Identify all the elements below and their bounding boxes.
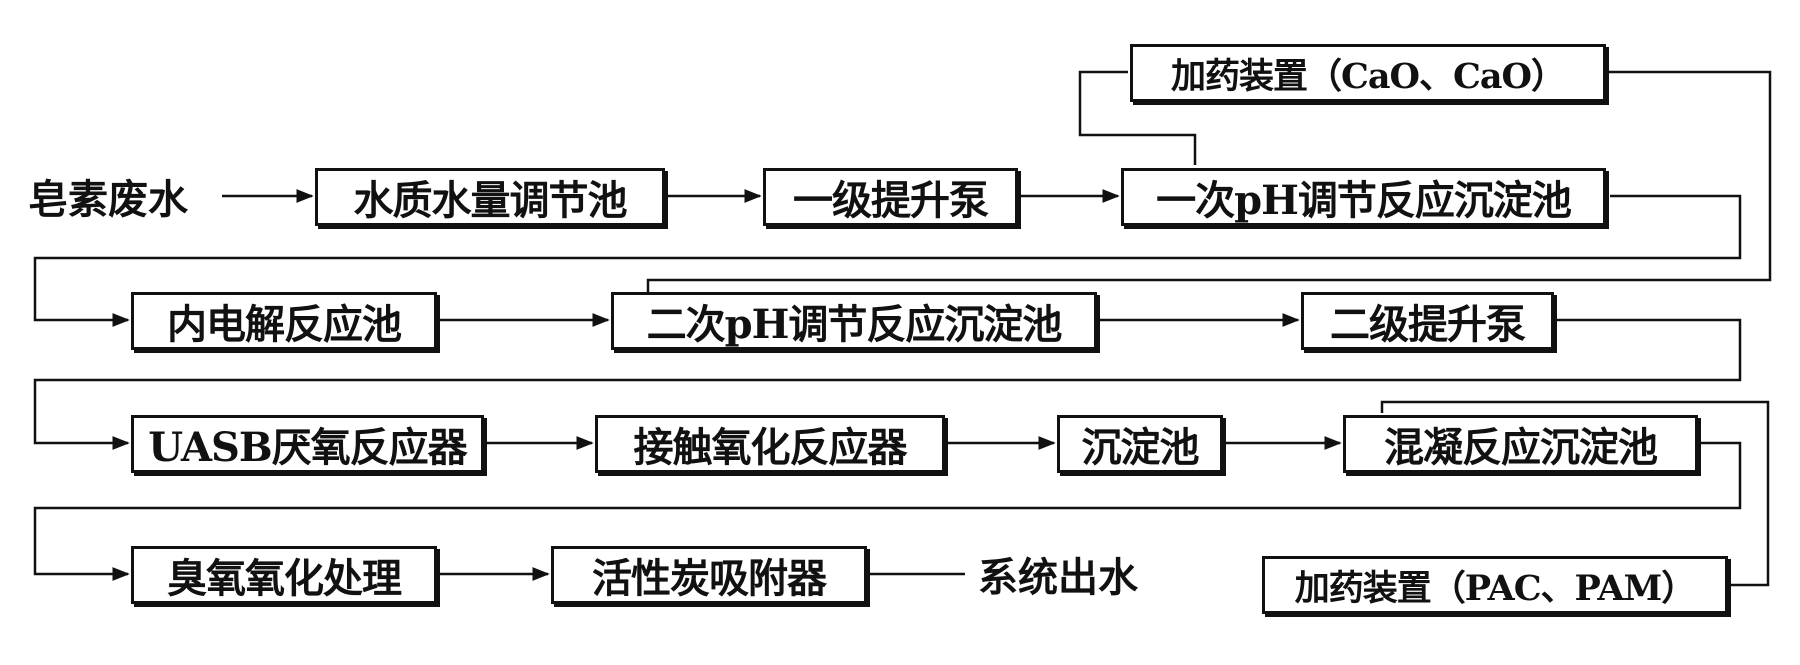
coagulation-tank-box: 混凝反应沉淀池 <box>1343 415 1698 473</box>
ozone-oxidation-box: 臭氧氧化处理 <box>131 546 437 604</box>
line-coag-to-ozone <box>33 441 1742 581</box>
pump-2-box: 二级提升泵 <box>1301 292 1554 350</box>
line-dosing1-loop <box>1078 70 1197 165</box>
source-label: 皂素废水 <box>28 176 188 223</box>
sink-label: 系统出水 <box>978 554 1138 601</box>
contact-oxidation-box: 接触氧化反应器 <box>595 415 945 473</box>
ph-tank-1-box: 一次pH调节反应沉淀池 <box>1121 168 1606 226</box>
dosing-device-2-box: 加药装置（PAC、PAM） <box>1262 556 1728 614</box>
equalization-tank-box: 水质水量调节池 <box>315 168 665 226</box>
line-ph1-to-internal-electrolysis <box>33 194 1742 327</box>
ph-tank-2-box: 二次pH调节反应沉淀池 <box>611 292 1097 350</box>
line-pump2-to-uasb <box>33 318 1742 450</box>
pump-1-box: 一级提升泵 <box>763 168 1018 226</box>
line-dosing2-to-coagulation <box>1380 400 1770 587</box>
dosing-device-1-box: 加药装置（CaO、CaO） <box>1130 44 1606 102</box>
line-dosing1-to-ph2 <box>646 70 1772 300</box>
sedimentation-tank-box: 沉淀池 <box>1057 415 1223 473</box>
activated-carbon-box: 活性炭吸附器 <box>551 546 867 604</box>
internal-electrolysis-box: 内电解反应池 <box>131 292 437 350</box>
uasb-reactor-box: UASB厌氧反应器 <box>131 415 484 473</box>
